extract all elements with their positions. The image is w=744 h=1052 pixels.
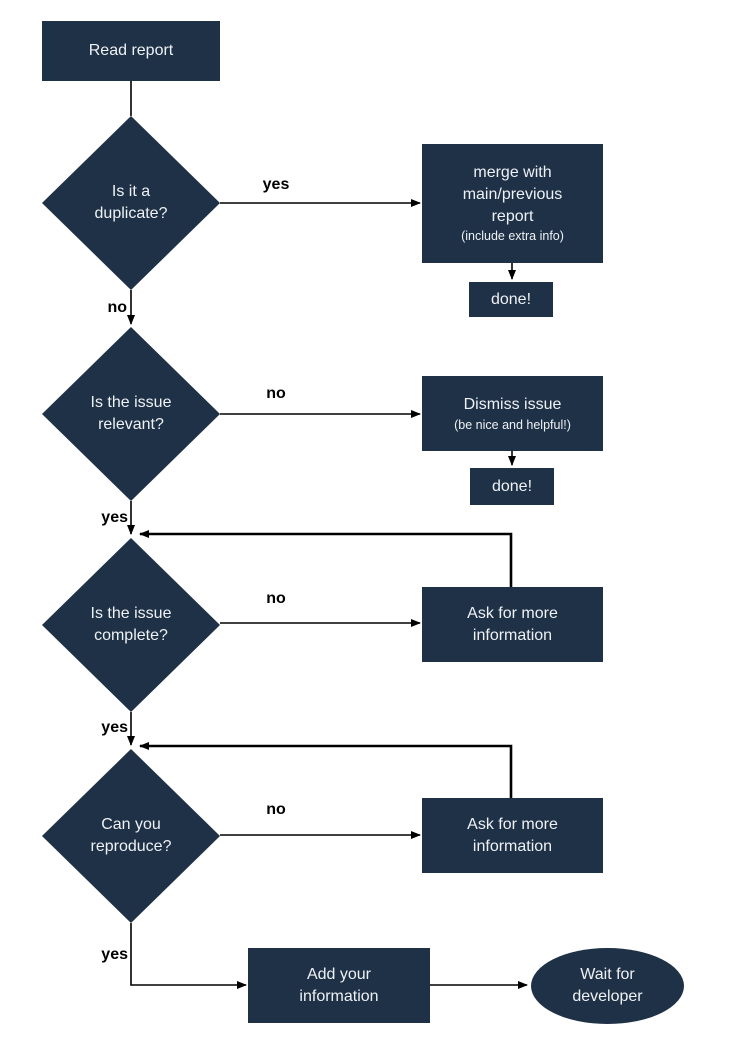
terminal-wait-developer-label: Wait for developer — [572, 966, 643, 1005]
connector-ask1-feedback-to-complete — [139, 530, 513, 587]
node-done-merge: done! — [469, 282, 553, 317]
connector-ask2-feedback-to-reproduce — [139, 742, 513, 798]
node-dismiss-issue-label: Dismiss issue — [463, 396, 562, 414]
edge-label-complete-yes: yes — [101, 719, 128, 736]
node-done-dismiss-label: done! — [491, 477, 533, 495]
edge-label-reproduce-yes: yes — [101, 946, 128, 963]
node-dismiss-issue: Dismiss issue (be nice and helpful!) — [422, 376, 603, 451]
node-add-information: Add your information — [248, 948, 430, 1023]
edge-label-relevant-no: no — [266, 385, 286, 402]
node-add-information-label: Add your information — [299, 965, 379, 1005]
node-merge-report-label: merge with main/previous report — [462, 164, 563, 225]
edge-label-reproduce-no: no — [266, 801, 286, 818]
edge-label-relevant-yes: yes — [101, 509, 128, 526]
node-ask-more-info-2-label: Ask for more information — [467, 815, 558, 855]
terminal-wait-developer: Wait for developer — [531, 948, 684, 1024]
decision-can-reproduce-label: Can you reproduce? — [90, 816, 172, 855]
node-done-dismiss: done! — [470, 468, 554, 505]
node-merge-report: merge with main/previous report (include… — [422, 144, 603, 263]
node-merge-report-sublabel: (include extra info) — [461, 229, 564, 244]
edge-label-duplicate-yes: yes — [262, 176, 290, 193]
connector-reproduce-yes-to-add — [130, 923, 247, 989]
node-dismiss-issue-sublabel: (be nice and helpful!) — [454, 417, 571, 432]
node-read-report: Read report — [42, 21, 220, 81]
edge-label-complete-no: no — [266, 590, 286, 607]
decision-is-complete-label: Is the issue complete? — [90, 605, 172, 644]
node-ask-more-info-1: Ask for more information — [422, 587, 603, 662]
decision-is-duplicate-label: Is it a duplicate? — [94, 183, 168, 222]
decision-is-relevant-label: Is the issue relevant? — [90, 394, 172, 433]
node-ask-more-info-1-label: Ask for more information — [467, 604, 558, 644]
node-ask-more-info-2: Ask for more information — [422, 798, 603, 873]
edge-label-duplicate-no: no — [107, 299, 127, 316]
node-done-merge-label: done! — [490, 290, 532, 308]
node-read-report-label: Read report — [88, 42, 174, 60]
